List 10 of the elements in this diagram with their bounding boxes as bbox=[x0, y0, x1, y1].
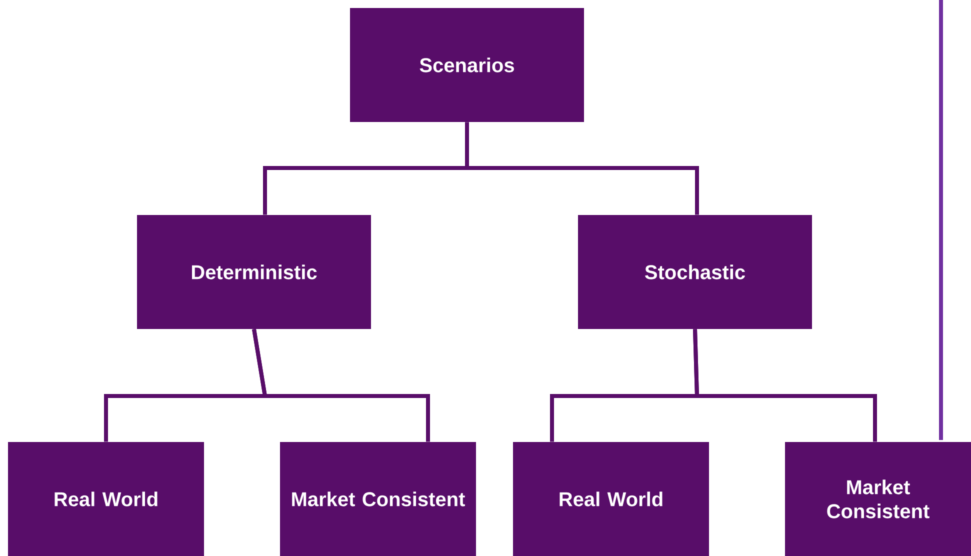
category-box: Deterministic bbox=[137, 215, 371, 329]
category-box: Real World bbox=[8, 442, 204, 556]
category-box: Market Consistent bbox=[785, 442, 971, 556]
category-box: Scenarios bbox=[350, 8, 584, 122]
connector-line bbox=[252, 328, 430, 442]
category-box: Market Consistent bbox=[280, 442, 476, 556]
category-box: Stochastic bbox=[578, 215, 812, 329]
category-box: Real World bbox=[513, 442, 709, 556]
connector-line bbox=[465, 122, 699, 215]
connector-line bbox=[693, 329, 877, 442]
